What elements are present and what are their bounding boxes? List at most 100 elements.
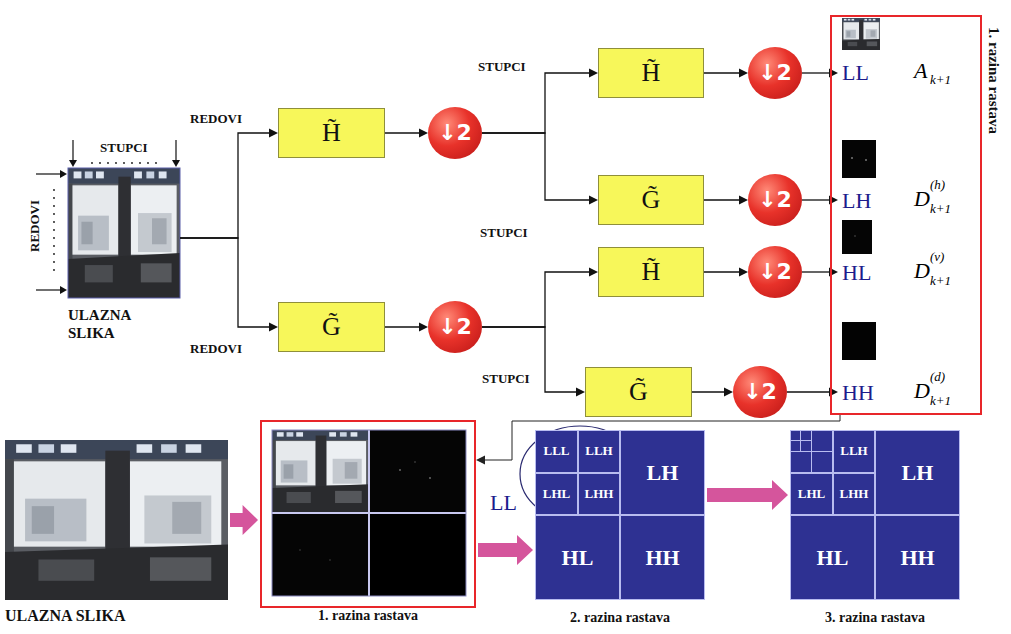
- downsample-label: ↓2: [438, 120, 472, 145]
- coefficient-symbol: k+1: [930, 394, 951, 409]
- grid-subcell: [811, 451, 833, 473]
- coefficient-symbol: (d): [930, 370, 945, 385]
- filter-symbol: G̃: [642, 185, 661, 215]
- subband-cell: LLH: [578, 430, 620, 473]
- connector-line: [482, 133, 591, 200]
- image-caption: ULAZNA SLIKA: [5, 606, 225, 625]
- subband-output: HLD(v)k+1: [838, 218, 974, 290]
- subband-label: LLH: [840, 444, 867, 459]
- signal-connector: [704, 196, 748, 205]
- downsample-label: ↓2: [438, 314, 472, 339]
- filter-symbol: H̃: [642, 58, 661, 88]
- arrow-head: [739, 268, 748, 277]
- subband-cell: LLL: [535, 430, 578, 473]
- direction-label: STUPCI: [480, 226, 528, 241]
- signal-connector: [704, 69, 748, 78]
- filter-box: G̃: [278, 302, 385, 352]
- block-arrow: [478, 535, 533, 565]
- connector-line: [787, 391, 831, 392]
- signal-connector: [482, 327, 585, 397]
- grid-subcell: [790, 451, 812, 473]
- subband-label: LH: [902, 460, 934, 485]
- column-arrow-heads: [69, 160, 180, 167]
- subband-name: LH: [842, 188, 871, 213]
- connector-line: [180, 238, 271, 327]
- direction-label: REDOVI: [190, 342, 242, 357]
- filter-box: H̃: [598, 48, 704, 98]
- signal-connector: [802, 268, 838, 277]
- signal-connector: [385, 129, 428, 138]
- connector-line: [385, 326, 421, 327]
- image-caption: ULAZNA SLIKA: [68, 306, 168, 342]
- subband-label: LLL: [543, 444, 569, 459]
- arrow-head: [419, 129, 428, 138]
- subband-cell: HL: [535, 515, 620, 600]
- signal-connector: [482, 133, 598, 205]
- subband-label: LL: [490, 490, 517, 515]
- filter-box: H̃: [278, 108, 385, 158]
- downsample-circle: ↓2: [748, 47, 802, 99]
- subband-cell: LHH: [578, 473, 620, 515]
- connector-line: [482, 73, 591, 133]
- subband-label: LHL: [543, 487, 570, 502]
- subband-name: HL: [842, 260, 871, 285]
- level-one-picture: [272, 430, 466, 596]
- connector-line: [704, 199, 741, 200]
- subband-cell: LHH: [833, 473, 875, 515]
- column-arrows: [73, 140, 176, 161]
- level-caption: 3. razina rastava: [790, 610, 960, 626]
- filter-box: G̃: [585, 367, 692, 417]
- coefficient-symbol: D: [914, 258, 930, 283]
- level-transition-arrow: [478, 535, 533, 565]
- connector-line: [802, 199, 831, 200]
- level-caption: 2. razina rastava: [535, 610, 705, 626]
- coefficient-symbol: (h): [930, 178, 945, 193]
- decomposition-square: 2. razina rastavaLLLLLHLHLLHHLHHLHH: [535, 430, 705, 600]
- filter-symbol: H̃: [322, 118, 341, 148]
- subband-cell: HL: [790, 515, 875, 600]
- downsample-label: ↓2: [758, 187, 792, 212]
- connector-line: [482, 327, 578, 392]
- subband-cell: LLH: [833, 430, 875, 473]
- subband-label: HH: [900, 545, 934, 570]
- grid-subcell: [790, 430, 812, 452]
- direction-label: STUPCI: [482, 372, 530, 387]
- arrow-head: [419, 323, 428, 332]
- downsample-circle: ↓2: [748, 174, 802, 226]
- connector-line: [692, 391, 726, 392]
- filter-symbol: H̃: [642, 257, 661, 287]
- connector-line: [802, 271, 831, 272]
- direction-label: REDOVI: [28, 200, 43, 252]
- column-dots: [91, 162, 157, 164]
- coefficient-symbol: A: [914, 58, 927, 83]
- filter-box: G̃: [598, 175, 704, 225]
- direction-label: STUPCI: [100, 141, 148, 156]
- arrow-head: [576, 388, 585, 397]
- connector-line: [385, 132, 421, 133]
- connector-line: [704, 72, 741, 73]
- arrow-head: [724, 388, 733, 397]
- connector-line: [482, 272, 591, 327]
- level-caption: 1. razina rastava: [262, 608, 474, 624]
- signal-connector: [385, 323, 428, 332]
- subband-name: HH: [842, 380, 874, 405]
- image-node: ULAZNA SLIKA: [5, 440, 228, 626]
- filter-symbol: G̃: [322, 312, 341, 342]
- signal-connector: [482, 268, 598, 328]
- subband-label: LH: [647, 460, 679, 485]
- signal-connector: [704, 268, 748, 277]
- subband-cell: LH: [875, 430, 960, 515]
- signal-connector: [482, 69, 598, 134]
- coefficient-symbol: k+1: [930, 202, 951, 217]
- arrow-head: [589, 69, 598, 78]
- subband-thumbnails: [842, 18, 880, 360]
- downsample-label: ↓2: [758, 60, 792, 85]
- coefficient-symbol: (v): [930, 250, 944, 265]
- filter-box: H̃: [598, 247, 704, 297]
- level-heading: 1. razina rastava: [985, 27, 1002, 134]
- row-arrow-heads: [60, 170, 67, 294]
- subband-cell: LHL: [790, 473, 833, 515]
- level-group: 1. razina rastavaLLAk+1LHD(h)k+1HLD(v)k+…: [830, 15, 982, 415]
- signal-connector: [692, 388, 733, 397]
- grid-subcell: [800, 440, 812, 452]
